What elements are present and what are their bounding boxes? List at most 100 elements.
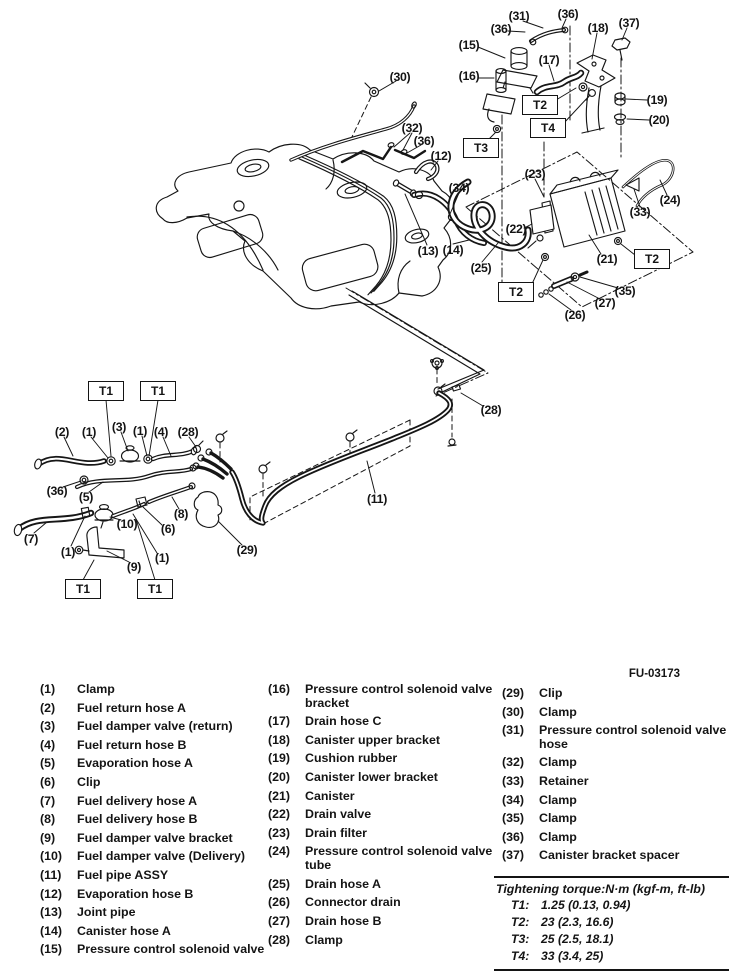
torque-tag-t2: T2	[522, 95, 558, 115]
callout-label: (6)	[160, 522, 176, 536]
part-name: Canister bracket spacer	[539, 848, 680, 863]
callout-label: (15)	[458, 38, 480, 52]
diagram-line-art	[13, 18, 694, 581]
torque-value: 33 (3.4, 25)	[541, 949, 604, 964]
part-number: (35)	[502, 811, 525, 826]
part-name: Canister upper bracket	[305, 732, 440, 747]
part-number: (22)	[268, 807, 291, 822]
part-row: (16)Pressure control solenoid valve brac…	[268, 682, 498, 710]
callout-label: (13)	[417, 244, 439, 258]
retainer	[625, 177, 640, 192]
torque-tag-t2: T2	[498, 282, 534, 302]
parts-list-column-3: (29)Clip (30) Clamp (31)Pressure control so…	[502, 686, 730, 868]
part-number: (25)	[268, 876, 291, 891]
part-row: (8)Fuel delivery hose B	[40, 812, 267, 827]
part-name: Clamp	[539, 811, 577, 826]
part-row: (34) Clamp	[502, 792, 730, 808]
part-row: (21)Canister	[268, 789, 498, 804]
part-number: (16)	[268, 682, 291, 696]
callout-label: (2)	[54, 425, 70, 439]
callout-label: (21)	[596, 252, 618, 266]
callout-label: (36)	[46, 484, 68, 498]
torque-value: 23 (2.3, 16.6)	[541, 915, 614, 930]
part-number: (3)	[40, 719, 56, 734]
callout-label: (37)	[618, 16, 640, 30]
part-number: (1)	[40, 682, 56, 696]
torque-value: 25 (2.5, 18.1)	[541, 932, 614, 947]
part-name: Clamp	[539, 704, 577, 719]
callout-label: (36)	[490, 22, 512, 36]
torque-tag-t4: T4	[530, 118, 566, 138]
torque-table: Tightening torque:N·m (kgf-m, ft-lb) T1:…	[494, 876, 729, 971]
part-name: Canister hose A	[77, 923, 171, 938]
solenoid-valve-assembly	[482, 26, 631, 134]
part-number: (36)	[502, 829, 525, 844]
part-name: Pressure control solenoid valve	[77, 942, 265, 957]
callout-label: (20)	[648, 113, 670, 127]
part-row: (24)Pressure control solenoid valve tube	[268, 845, 498, 873]
part-name: Evaporation hose A	[77, 756, 193, 771]
callout-label: (1)	[60, 545, 76, 559]
part-row: (13)Joint pipe	[40, 905, 267, 920]
part-row: (6)Clip	[40, 774, 267, 790]
part-name: Fuel delivery hose B	[77, 812, 198, 827]
part-row: (29)Clip	[502, 686, 730, 701]
part-row: (10)Fuel damper valve (Delivery)	[40, 850, 267, 864]
callout-label: (28)	[480, 403, 502, 417]
part-name: Clamp	[305, 932, 343, 947]
damper-hose-assembly	[13, 440, 223, 559]
part-name: Drain hose C	[305, 714, 382, 729]
part-number: (11)	[40, 867, 62, 882]
callout-label: (24)	[659, 193, 681, 207]
torque-key: T3:	[511, 932, 530, 947]
callout-label: (29)	[236, 543, 258, 557]
clamp-30-icon	[364, 82, 380, 98]
part-number: (32)	[502, 755, 525, 770]
callout-label: (19)	[646, 93, 668, 107]
part-row: (1)Clamp	[40, 682, 267, 697]
part-number: (18)	[268, 732, 291, 747]
fuel-tank	[155, 143, 455, 310]
part-row: (20)Canister lower bracket	[268, 770, 498, 785]
part-number: (17)	[268, 714, 291, 729]
part-row: (18) Canister upper bracket	[268, 732, 498, 748]
part-row: (14) Canister hose A	[40, 923, 267, 939]
part-row: (35) Clamp	[502, 812, 730, 826]
part-row: (25)Drain hose A	[268, 876, 498, 892]
part-number: (30)	[502, 704, 525, 719]
callout-label: (16)	[458, 69, 480, 83]
callout-label: (27)	[594, 296, 616, 310]
part-name: Fuel damper valve bracket	[77, 830, 233, 845]
part-name: Clamp	[539, 755, 577, 770]
part-name: Fuel damper valve (return)	[77, 719, 233, 734]
callout-label: (14)	[442, 243, 464, 257]
drain-valve	[529, 204, 555, 235]
part-number: (20)	[268, 770, 291, 785]
part-number: (26)	[268, 895, 291, 910]
callout-label: (30)	[389, 70, 411, 84]
torque-table-title: Tightening torque:N·m (kgf-m, ft-lb)	[496, 882, 705, 896]
part-name: Clamp	[539, 792, 577, 807]
part-row: (2)Fuel return hose A	[40, 701, 267, 716]
callout-label: (23)	[524, 167, 546, 181]
part-number: (23)	[268, 825, 291, 840]
part-number: (37)	[502, 848, 525, 863]
fuel-pipe-bundle	[298, 154, 398, 296]
callout-label: (22)	[505, 222, 527, 236]
part-number: (14)	[40, 923, 63, 938]
part-number: (15)	[40, 942, 63, 957]
torque-tag-t3: T3	[463, 138, 499, 158]
part-name: Clip	[77, 774, 101, 789]
figure-code: FU-03173	[628, 668, 680, 680]
part-row: (12)Evaporation hose B	[40, 887, 267, 902]
callout-label: (12)	[430, 149, 452, 163]
part-number: (34)	[502, 792, 525, 807]
torque-table-rows: T1:1.25 (0.13, 0.94)T2:23 (2.3, 16.6)T3:…	[496, 899, 729, 963]
leader-lines	[33, 18, 668, 581]
callout-label: (18)	[587, 21, 609, 35]
part-row: (7)Fuel delivery hose A	[40, 794, 267, 809]
part-row: (11)Fuel pipe ASSY	[40, 867, 267, 883]
part-row: (31)Pressure control solenoid valve hose	[502, 723, 730, 751]
part-number: (29)	[502, 686, 525, 700]
